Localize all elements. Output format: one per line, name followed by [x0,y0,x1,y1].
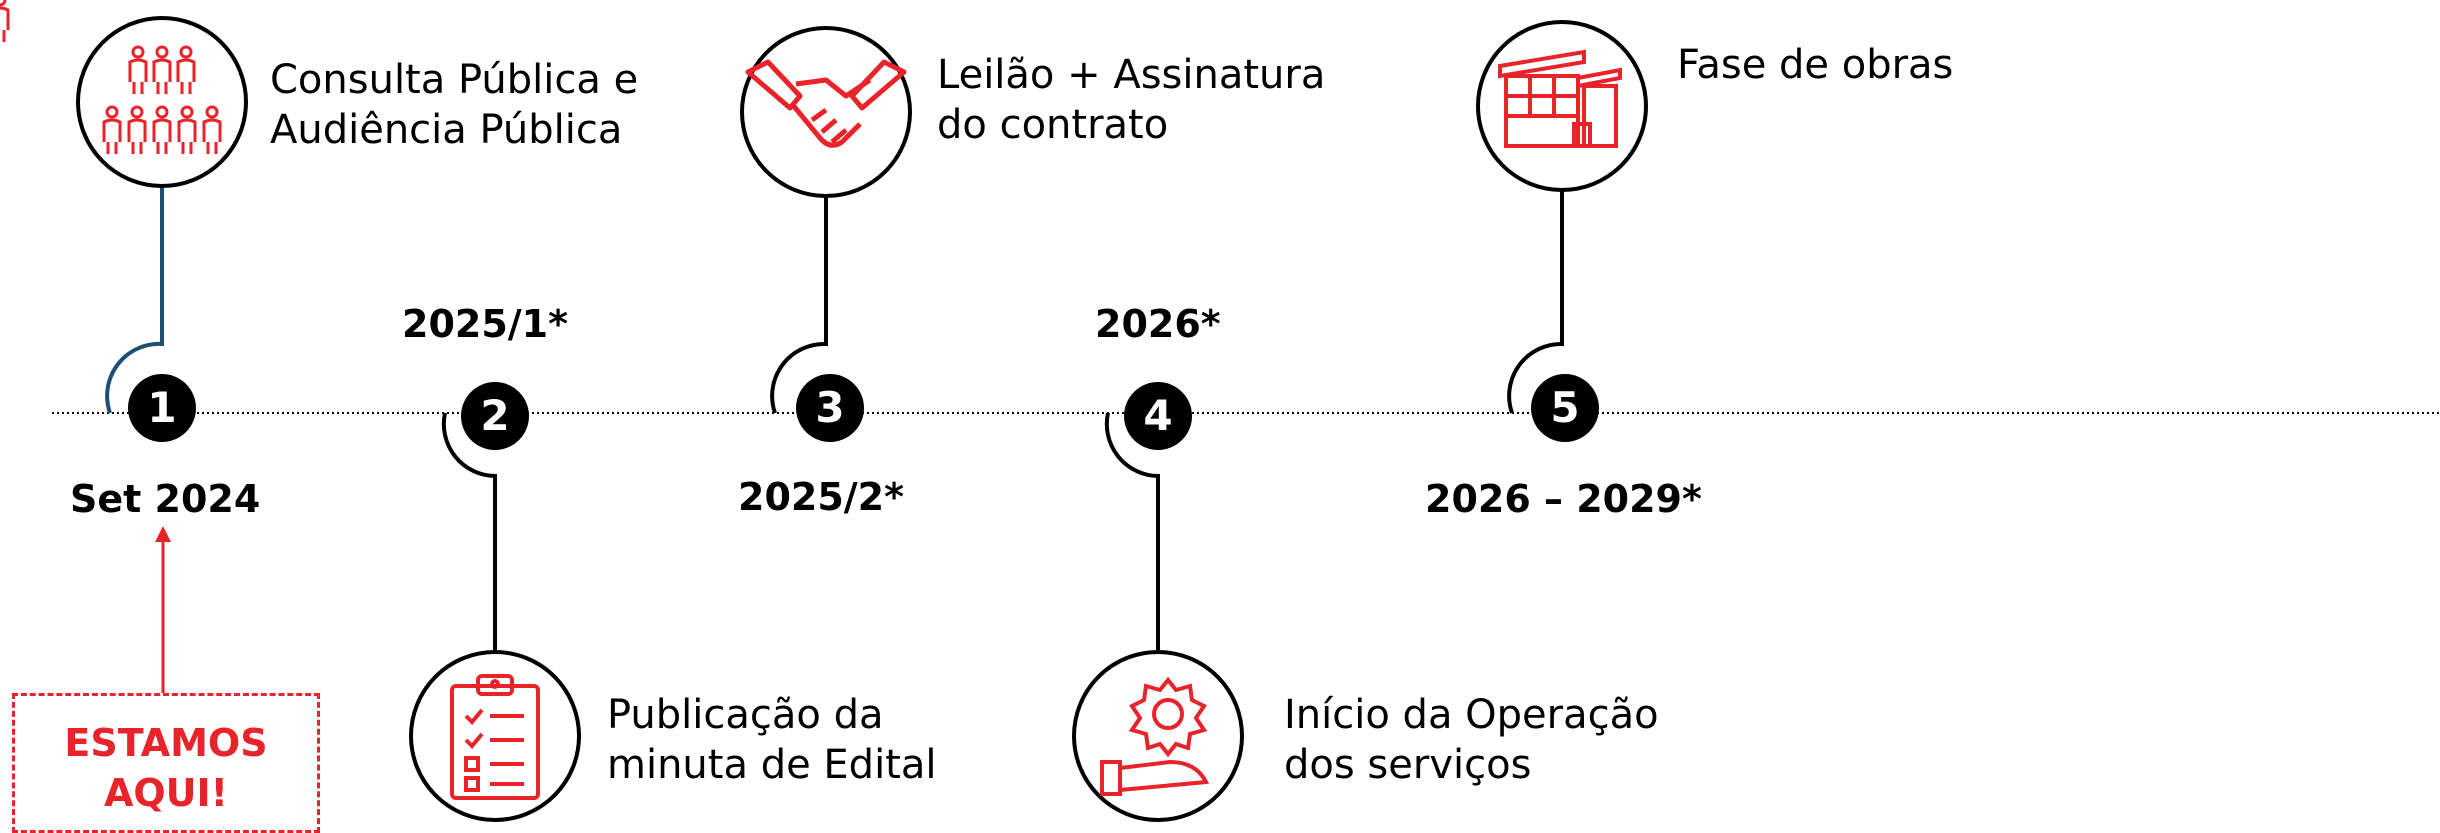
arrow-head-icon [155,526,171,542]
connector-5 [1507,186,1564,414]
current-stage-line1: ESTAMOS [64,721,268,765]
svg-text:2: 2 [480,391,509,440]
milestone-4-date: 2026* [1095,302,1221,346]
icon-circle-5 [1476,20,1648,192]
milestone-4-title-line2: dos serviços [1284,742,1532,788]
badge-5: 5 [1531,374,1599,442]
milestone-3-title-line1: Leilão + Assinatura [937,52,1326,98]
clipboard-checklist-icon [450,674,540,800]
svg-text:3: 3 [815,383,844,432]
milestone-3-title-line2: do contrato [937,102,1169,148]
current-stage-marker: ESTAMOS AQUI! [12,693,320,833]
badge-3: 3 [796,374,864,442]
icon-circle-1 [76,16,248,188]
milestone-2-title: Publicação da minuta de Edital [607,690,937,790]
milestone-2-date: 2025/1* [402,302,568,346]
building-icon [1498,49,1622,148]
badge-2: 2 [461,382,529,450]
svg-text:4: 4 [1143,391,1172,440]
badge-1: 1 [128,374,196,442]
milestone-5-title-line1: Fase de obras [1677,42,1954,88]
connector-3 [770,186,828,414]
connector-1 [105,186,164,414]
milestone-1-title: Consulta Pública e Audiência Pública [270,55,638,155]
milestone-2-title-line1: Publicação da [607,692,884,738]
milestone-3-date: 2025/2* [738,475,904,519]
icon-circle-4 [1072,650,1244,822]
gear-hand-icon [1100,676,1210,796]
handshake-icon [745,59,907,148]
milestone-3-title: Leilão + Assinatura do contrato [937,50,1325,150]
badge-4: 4 [1124,382,1192,450]
milestone-1-date: Set 2024 [70,477,261,521]
milestone-2-title-line2: minuta de Edital [607,742,937,788]
svg-text:1: 1 [147,383,176,432]
milestone-1-title-line1: Consulta Pública e [270,57,639,103]
svg-text:5: 5 [1550,383,1579,432]
people-group-icon [0,0,222,156]
milestone-1-title-line2: Audiência Pública [270,107,623,153]
connector-4 [1104,412,1160,652]
milestone-4-title: Início da Operação dos serviços [1284,690,1659,790]
milestone-5-title: Fase de obras [1677,40,1953,90]
milestone-5-date: 2026 – 2029* [1425,477,1702,521]
milestone-4-title-line1: Início da Operação [1284,692,1659,738]
connector-2 [441,412,497,652]
current-stage-line2: AQUI! [103,771,229,815]
